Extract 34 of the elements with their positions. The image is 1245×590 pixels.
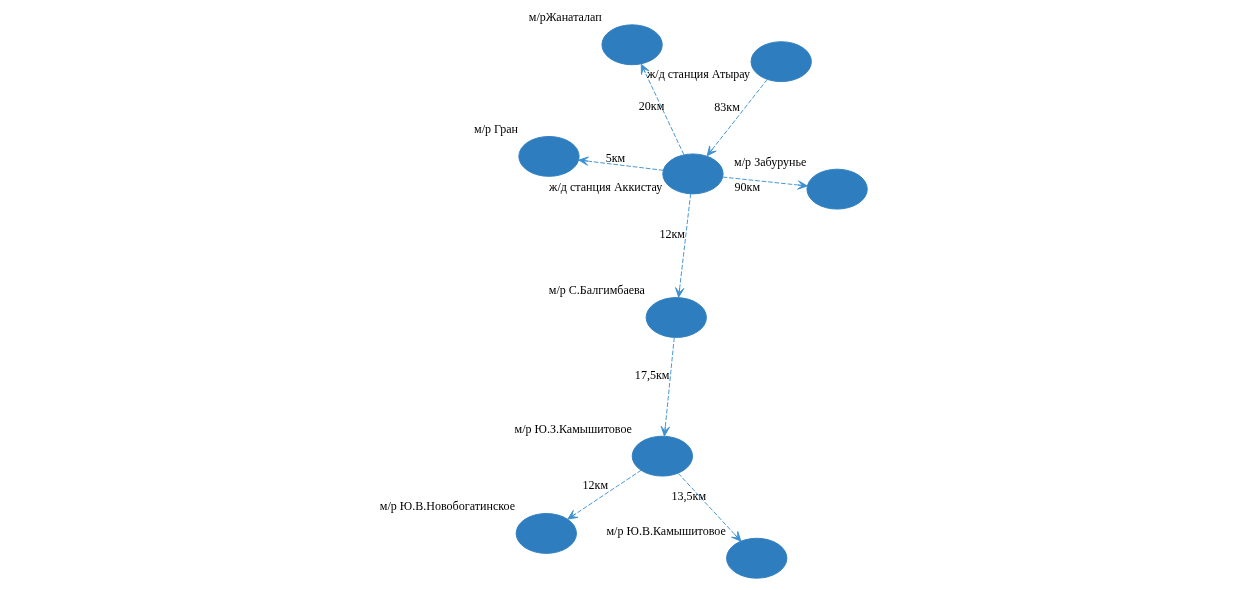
node-label: ж/д станция Атырау: [646, 67, 750, 82]
arrow: [677, 473, 741, 542]
edge-label: 20км: [638, 99, 664, 114]
node-ellipse: [515, 513, 577, 554]
arrow: [706, 78, 768, 157]
edge-label: 12км: [658, 226, 685, 241]
node-ellipse: [517, 136, 580, 177]
node-ellipse: [805, 168, 868, 210]
edge-label: 5км: [605, 151, 625, 166]
node-ellipse: [631, 435, 693, 477]
node-label: м/р Ю.В.Камышитовое: [606, 523, 726, 538]
node-label: ж/д станция Аккистау: [548, 179, 662, 194]
edge-label: 90км: [734, 179, 760, 194]
node-ellipse: [750, 41, 812, 83]
node-ellipse: [661, 153, 724, 195]
node-ellipse: [725, 537, 787, 579]
node-label: м/р Ю.В.Новобогатинское: [379, 499, 515, 514]
node-label: м/р Забурунье: [733, 154, 806, 169]
node-label: м/р Гран: [473, 122, 518, 137]
node-label: м/р Ю.З.Камышитовое: [514, 421, 632, 436]
node-ellipse: [600, 24, 663, 66]
node-ellipse: [645, 297, 707, 338]
node-label: м/рЖанаталап: [528, 10, 602, 25]
edge-label: 17,5км: [634, 367, 669, 382]
arrow: [674, 193, 691, 298]
arrow: [721, 176, 808, 190]
arrow: [577, 156, 664, 171]
edge-label: 12км: [582, 477, 608, 492]
node-label: м/р С.Балгимбаева: [548, 283, 645, 298]
edge-label: 13,5км: [670, 489, 706, 504]
edge-label: 83км: [713, 99, 740, 114]
arrow: [640, 63, 684, 156]
arrow: [660, 337, 675, 437]
arrow: [566, 469, 642, 520]
